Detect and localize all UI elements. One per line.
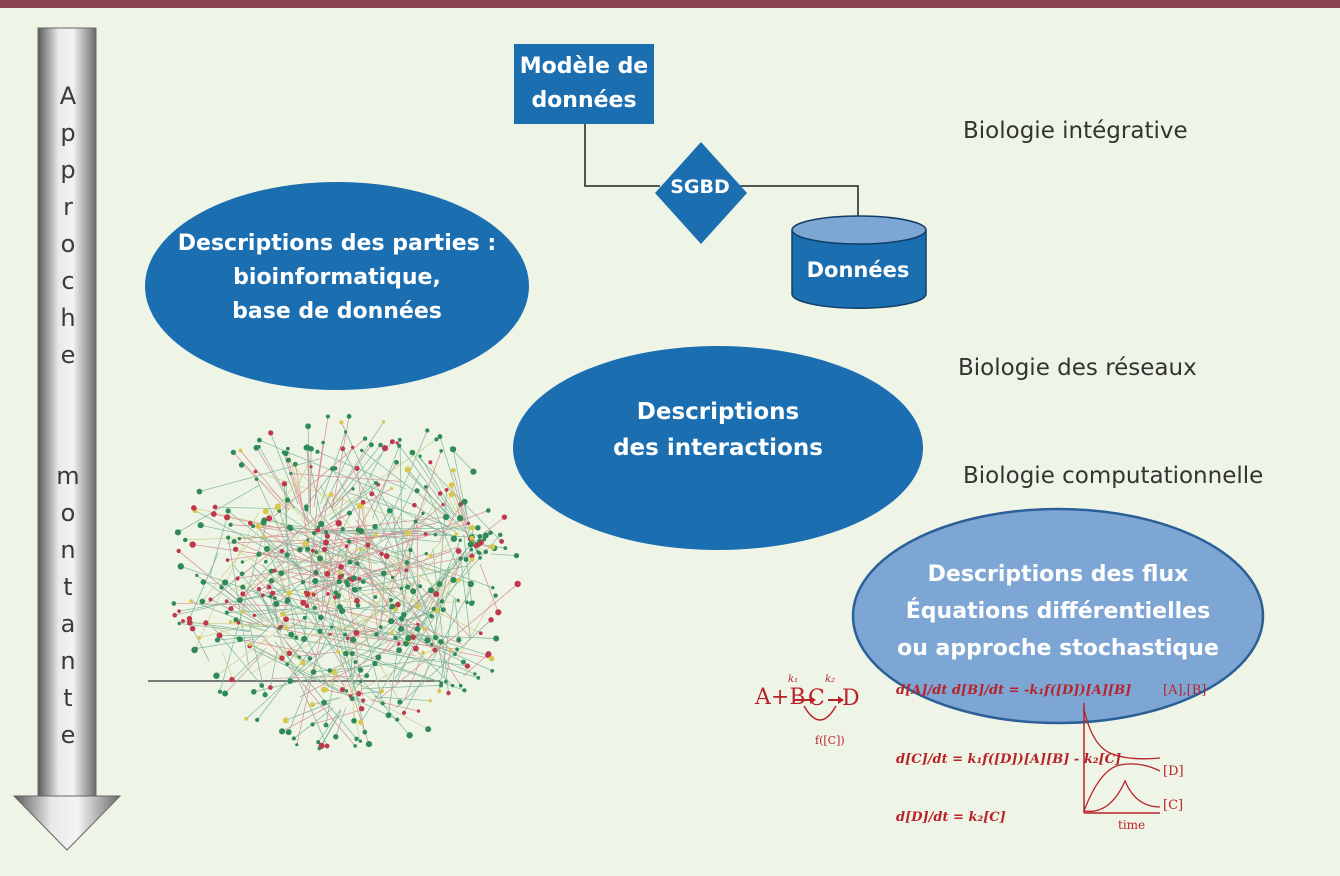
approach-arrow: [12, 27, 122, 851]
dbms-diamond: [655, 142, 747, 244]
plot-series-ab: [A],[B]: [1163, 683, 1207, 698]
arrow-letter: o: [60, 499, 76, 527]
arrow-letter: c: [61, 267, 75, 295]
interactions-oval: [513, 346, 923, 550]
dbms-label: SGBD: [670, 176, 730, 198]
interactions-line1: Descriptions: [636, 399, 800, 425]
parts-oval-text: Descriptions des parties : bioinformatiq…: [150, 216, 524, 340]
level-integrative: Biologie intégrative: [963, 118, 1188, 144]
arrow-letter: h: [60, 304, 76, 332]
parts-line2: bioinformatique,: [233, 265, 441, 290]
interactions-line2: des interactions: [613, 435, 823, 461]
data-model-line1: Modèle de: [519, 54, 649, 79]
ode-c: d[C]/dt = k₁f([D])[A][B] - k₂[C]: [896, 752, 1122, 767]
ode-d: d[D]/dt = k₂[C]: [896, 810, 1006, 825]
arrow-letter: e: [60, 721, 76, 749]
plot-xlabel: time: [1118, 818, 1146, 832]
flux-line3: ou approche stochastique: [897, 635, 1219, 661]
catalyst-term: f([C]): [815, 734, 845, 747]
flux-oval: [851, 507, 1265, 725]
level-computational: Biologie computationnelle: [963, 463, 1264, 489]
interaction-network-graph: [171, 414, 521, 751]
arrow-letter: a: [60, 610, 76, 638]
rate-k1: k₁: [788, 674, 799, 685]
parts-line1: Descriptions des parties :: [177, 231, 497, 256]
flux-line1: Descriptions des flux: [927, 561, 1189, 587]
plot-series-d: [D]: [1163, 764, 1184, 779]
flux-line2: Équations différentielles: [905, 598, 1211, 624]
arrow-letter: n: [60, 647, 76, 675]
reaction-reactants: A+B: [755, 685, 806, 710]
arrow-letter: o: [60, 230, 76, 258]
network-nodes: [171, 414, 521, 751]
interactions-oval-text: Descriptions des interactions: [520, 390, 916, 470]
arrow-letter: p: [60, 119, 76, 147]
reaction-arrows: [794, 696, 844, 721]
reaction-product: D: [842, 686, 860, 711]
data-cylinder: [791, 215, 927, 309]
arrow-letter: m: [56, 462, 80, 490]
arrow-letter: e: [60, 341, 76, 369]
arrow-letter: p: [60, 156, 76, 184]
ode-ab: d[A]/dt d[B]/dt = -k₁f([D])[A][B]: [896, 683, 1132, 698]
data-store-label: Données: [806, 258, 910, 282]
parts-line3: base de données: [232, 299, 442, 324]
arrow-letter: A: [59, 82, 77, 110]
plot-series-c: [C]: [1163, 798, 1184, 813]
top-accent-bar: [0, 0, 1340, 8]
arrow-letter: t: [63, 684, 73, 712]
level-networks: Biologie des réseaux: [958, 355, 1197, 381]
arrow-letter: t: [63, 573, 73, 601]
arrow-letter: r: [63, 193, 73, 221]
arrow-letter: n: [60, 536, 76, 564]
data-model-line2: données: [531, 88, 637, 113]
parts-oval: [145, 182, 529, 390]
reaction-intermediate: C: [808, 686, 825, 711]
data-model-box: Modèle de données: [514, 44, 654, 124]
kinetics-mini-plot: [1083, 703, 1161, 814]
flux-oval-text: Descriptions des flux Équations différen…: [858, 556, 1258, 666]
rate-k2: k₂: [825, 674, 836, 685]
